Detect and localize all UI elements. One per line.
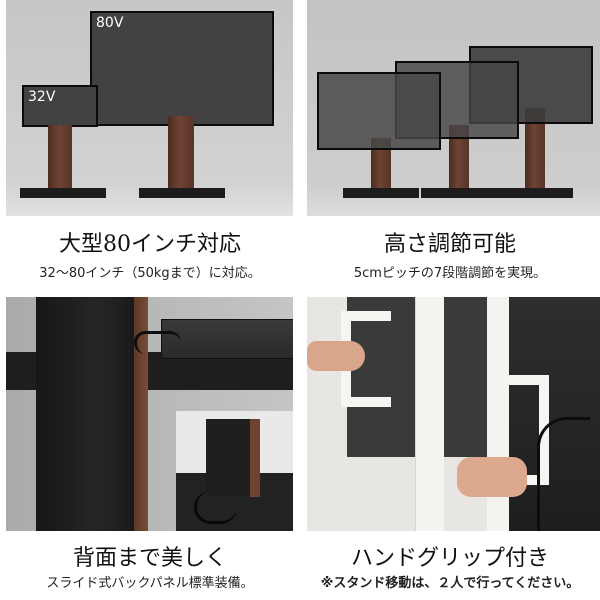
- stand-pole-mid: [449, 125, 469, 190]
- stand-base-low: [343, 188, 419, 198]
- pole-edge: [134, 297, 148, 531]
- back-cover-column: [36, 297, 134, 531]
- height-adjust-image: [307, 0, 600, 216]
- handgrip-title: ハンドグリップ付き: [350, 546, 549, 571]
- back-panel-title: 背面まで美しく: [72, 546, 227, 571]
- handgrip-image: [307, 297, 600, 531]
- inset-pole: [250, 419, 260, 497]
- back-panel-image: [6, 297, 293, 531]
- tv-80v: 80V: [90, 11, 274, 126]
- tv-80v-label: 80V: [96, 15, 124, 31]
- stand-base-high: [497, 188, 573, 198]
- size-range-image: 80V 32V: [6, 0, 293, 216]
- tv-32v-label: 32V: [28, 89, 56, 105]
- stand-base-large: [139, 188, 225, 198]
- stand-base-small: [20, 188, 106, 198]
- tv-low: [317, 72, 441, 150]
- size-range-title: 大型80インチ対応: [59, 232, 241, 257]
- av-device: [161, 319, 293, 359]
- stand-frame-left: [415, 297, 444, 531]
- tv-32v: 32V: [22, 85, 98, 127]
- height-adjust-title: 高さ調節可能: [383, 232, 516, 257]
- cable: [537, 417, 590, 531]
- stand-pole-small: [48, 125, 72, 190]
- hand-right: [457, 457, 527, 497]
- inset-cable: [194, 491, 237, 524]
- back-panel-subtitle: スライド式バックパネル標準装備。: [46, 576, 254, 591]
- stand-base-mid: [421, 188, 497, 198]
- handgrip-note: ※スタンド移動は、２人で行ってください。: [320, 576, 580, 591]
- stand-pole-large: [168, 116, 194, 190]
- hand-left: [307, 341, 365, 371]
- stand-pole-low: [371, 138, 391, 190]
- inset-photo: [176, 411, 293, 531]
- cable: [134, 331, 181, 354]
- stand-pole-high: [525, 108, 545, 190]
- height-adjust-subtitle: 5cmピッチの7段階調節を実現。: [353, 266, 547, 281]
- size-range-subtitle: 32〜80インチ（50kgまで）に対応。: [39, 266, 261, 281]
- inset-column: [206, 419, 250, 497]
